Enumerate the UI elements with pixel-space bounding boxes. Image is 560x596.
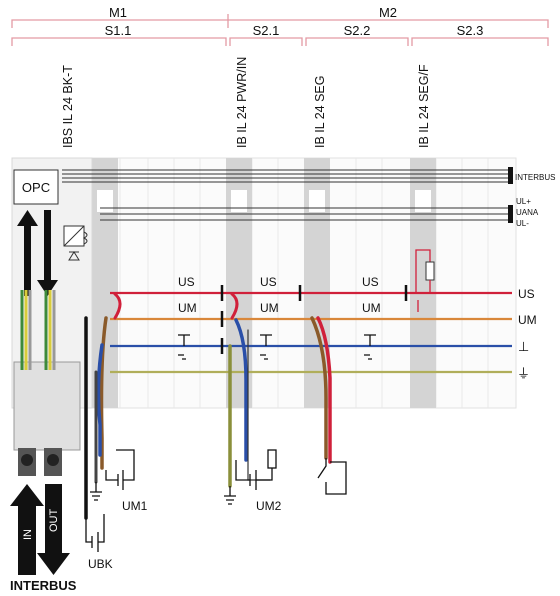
header-brackets: M1 M2 S1.1 S2.1 S2.2 S2.3 xyxy=(11,5,549,46)
label-um-s21: UM xyxy=(260,301,279,315)
opc-label: OPC xyxy=(22,180,50,195)
supply-um2 xyxy=(224,449,277,505)
opc-box xyxy=(13,169,59,205)
label-us-s22: US xyxy=(362,275,379,289)
bus-label-interbus: INTERBUS xyxy=(515,173,555,182)
connector-cables xyxy=(20,290,56,370)
label-fe-end: ⏚ xyxy=(517,366,530,381)
bracket-s22 xyxy=(305,37,409,46)
bracket-m1-m2 xyxy=(11,19,549,28)
label-ubk: UBK xyxy=(88,557,113,571)
header-s21: S2.1 xyxy=(253,23,280,38)
switch-seg xyxy=(317,458,347,495)
module-label-pwr: IB IL 24 PWR/IN xyxy=(235,57,249,148)
module-label-bk: IBS IL 24 BK-T xyxy=(61,65,75,148)
fuse-icon xyxy=(425,261,435,281)
arrow-in xyxy=(10,484,44,575)
header-s23: S2.3 xyxy=(457,23,484,38)
header-s11: S1.1 xyxy=(105,23,132,38)
arrow-up-opc xyxy=(17,210,38,296)
arrow-out xyxy=(37,484,70,575)
label-out: OUT xyxy=(48,509,60,533)
header-m1: M1 xyxy=(109,5,127,20)
label-in: IN xyxy=(22,529,34,540)
bracket-s23 xyxy=(411,37,549,46)
arrow-down-opc xyxy=(37,210,58,296)
internal-bus-lines xyxy=(62,167,513,223)
label-interbus: INTERBUS xyxy=(10,578,77,593)
module-label-seg: IB IL 24 SEG xyxy=(313,76,327,149)
header-s22: S2.2 xyxy=(344,23,371,38)
supply-ubk xyxy=(85,514,105,552)
label-us-s11: US xyxy=(178,275,195,289)
label-um1: UM1 xyxy=(122,499,148,513)
label-um-s11: UM xyxy=(178,301,197,315)
diode-icon xyxy=(68,251,80,261)
interbus-connector xyxy=(13,361,81,451)
label-um-s22: UM xyxy=(362,301,381,315)
bus-label-ul-minus: UL- xyxy=(516,219,529,228)
bus-label-uana: UANA xyxy=(516,208,539,217)
bracket-s11 xyxy=(11,37,227,46)
label-us-s21: US xyxy=(260,275,277,289)
supply-um1 xyxy=(90,449,135,501)
label-um-end: UM xyxy=(518,313,537,327)
bracket-s21 xyxy=(229,37,303,46)
label-us-end: US xyxy=(518,287,535,301)
label-gnd-end: ⊥ xyxy=(518,339,529,354)
bus-label-ul-plus: UL+ xyxy=(516,197,531,206)
module-label-segf: IB IL 24 SEG/F xyxy=(417,64,431,148)
label-um2: UM2 xyxy=(256,499,282,513)
header-m2: M2 xyxy=(379,5,397,20)
